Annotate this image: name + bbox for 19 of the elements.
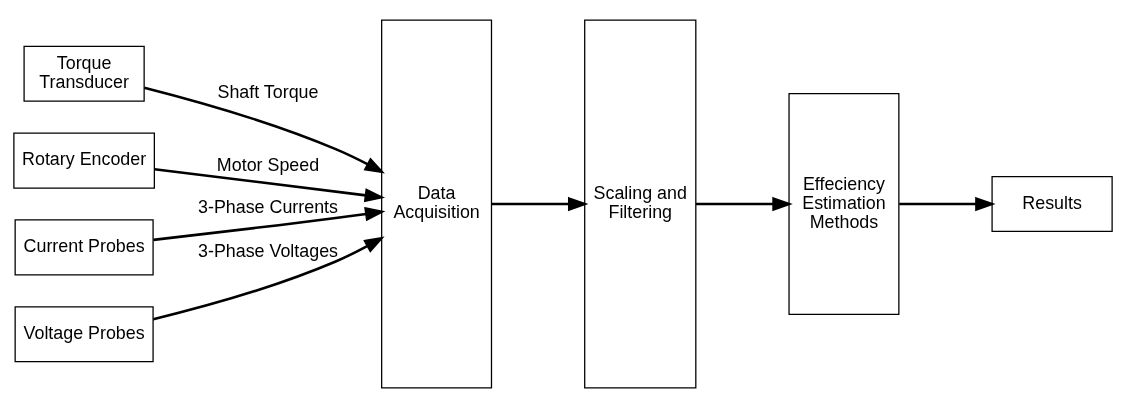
node-box: Results bbox=[991, 175, 1113, 232]
arrow bbox=[899, 196, 996, 211]
node-box: Voltage Probes bbox=[14, 305, 154, 362]
arrow bbox=[154, 167, 386, 202]
arrow bbox=[491, 196, 589, 211]
node-box: Torque Transducer bbox=[23, 45, 145, 102]
arrow bbox=[153, 235, 385, 320]
node-box: Effeciency Estimation Methods bbox=[788, 92, 900, 315]
node-box: Current Probes bbox=[14, 218, 154, 275]
node-box: Rotary Encoder bbox=[13, 132, 155, 189]
arrow bbox=[153, 206, 386, 241]
node-box: Scaling and Filtering bbox=[584, 18, 697, 389]
edge-label: Motor Speed bbox=[216, 154, 320, 175]
edge-label: 3-Phase Currents bbox=[198, 196, 338, 217]
edge-label: 3-Phase Voltages bbox=[198, 240, 339, 261]
node-box: Data Acquisition bbox=[381, 18, 493, 389]
edge-label: Shaft Torque bbox=[217, 81, 319, 102]
arrow bbox=[143, 85, 385, 173]
arrow bbox=[695, 196, 793, 211]
